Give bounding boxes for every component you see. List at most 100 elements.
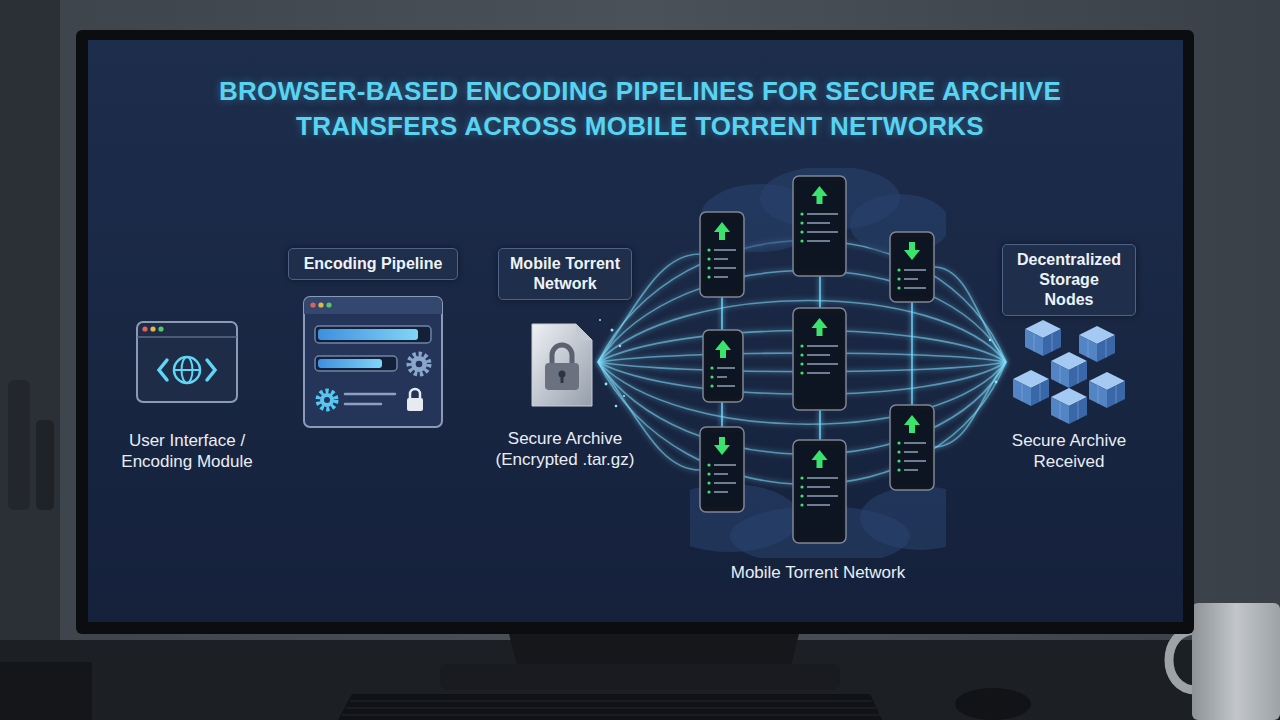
stream-lines-part bbox=[934, 362, 1006, 447]
pipeline-window-icon-part bbox=[315, 326, 431, 343]
phone-swarm-part-part bbox=[897, 450, 900, 453]
phone-swarm-part-part bbox=[800, 239, 803, 242]
browser-window-icon-part bbox=[174, 369, 200, 371]
monitor-base bbox=[440, 664, 840, 690]
heading-pill: Encoding Pipeline bbox=[288, 248, 458, 280]
phone-swarm-part-part bbox=[703, 217, 741, 292]
phone-swarm-part-part bbox=[710, 366, 713, 369]
phone-swarm-part-part bbox=[717, 367, 735, 369]
phone-swarm-part-part bbox=[897, 468, 900, 471]
phone-swarm-part-part bbox=[707, 257, 710, 260]
phone-swarm-part-part bbox=[793, 176, 846, 276]
phone-swarm-part-part bbox=[904, 269, 926, 271]
monitor-screen bbox=[88, 40, 1183, 622]
pipeline-window-icon-part bbox=[409, 354, 429, 374]
encrypted-archive-icon-part bbox=[576, 324, 592, 340]
phone-swarm-part-part bbox=[893, 237, 931, 297]
keyboard-keys bbox=[342, 701, 880, 715]
phone-swarm-part bbox=[793, 308, 846, 410]
encrypted-archive-icon-part bbox=[561, 375, 564, 383]
flow-arrow bbox=[256, 360, 288, 364]
glow-particles-part bbox=[989, 339, 991, 341]
grid-glow bbox=[722, 276, 912, 440]
glow-particles-part bbox=[995, 381, 998, 384]
flow-arrow bbox=[458, 360, 496, 364]
phone-swarm-part-part bbox=[800, 494, 803, 497]
phone-swarm-part-part bbox=[700, 212, 744, 297]
phone-swarm-part-part bbox=[796, 313, 843, 405]
phone-swarm-part-part bbox=[793, 308, 846, 410]
glow-particles-part bbox=[615, 405, 618, 408]
phone-swarm bbox=[690, 168, 946, 558]
stream-connector bbox=[946, 360, 998, 364]
browser-window-icon-part bbox=[174, 357, 200, 383]
phone-swarm-part-part bbox=[717, 385, 735, 387]
phone-swarm-part-part bbox=[714, 473, 728, 475]
wall-shadow bbox=[0, 0, 60, 720]
desk-box bbox=[0, 662, 92, 720]
phone-swarm-part-part bbox=[904, 442, 926, 444]
phone-swarm-part-part bbox=[904, 469, 918, 471]
phone-swarm-part-part bbox=[703, 432, 741, 507]
phone-swarm-part-part bbox=[812, 186, 828, 204]
pipeline-window-icon-part bbox=[324, 397, 330, 403]
phone-swarm-part-part bbox=[707, 481, 710, 484]
phone-swarm-part-part bbox=[793, 440, 846, 543]
storage-cubes-icon bbox=[1009, 314, 1129, 424]
stream-lines-part bbox=[934, 267, 1006, 362]
phone-swarm-part-part bbox=[800, 371, 803, 374]
phone-swarm-part-part bbox=[897, 441, 900, 444]
phone-swarm-part-part bbox=[890, 232, 934, 302]
pipeline-window-icon-part bbox=[345, 393, 395, 396]
pipeline-window-icon-part bbox=[320, 393, 334, 407]
grid-glow-part bbox=[721, 402, 723, 427]
keyboard-keys-part bbox=[342, 715, 880, 716]
phone-swarm-part-part bbox=[897, 277, 900, 280]
phone-swarm-part-part bbox=[714, 464, 736, 466]
stream-connector bbox=[634, 360, 690, 364]
phone-swarm-part bbox=[700, 427, 744, 512]
phone-swarm-part bbox=[690, 168, 946, 558]
phone-swarm-part-part bbox=[714, 267, 736, 269]
glow-particles-part bbox=[605, 383, 608, 386]
phone-swarm-part-part bbox=[800, 353, 803, 356]
browser-window-icon bbox=[135, 320, 239, 404]
pipeline-window-icon-part bbox=[318, 391, 336, 409]
browser-window-icon-part bbox=[158, 326, 163, 331]
pipeline-window-icon-part bbox=[318, 359, 382, 368]
grid-glow-part bbox=[911, 302, 913, 405]
node-box: Encoding Pipeline bbox=[288, 246, 458, 432]
phone-swarm-part-part bbox=[707, 490, 710, 493]
pipeline-window-icon-part bbox=[410, 389, 420, 399]
browser-window-icon-part bbox=[159, 360, 167, 380]
keyboard bbox=[338, 694, 882, 720]
phone-swarm-part-part bbox=[710, 384, 713, 387]
phone-swarm-part-part bbox=[904, 415, 920, 433]
node-box: Mobile Torrent NetworkSecure Archive (En… bbox=[496, 246, 634, 478]
phone-swarm-part-part bbox=[707, 472, 710, 475]
phone-swarm-part-part bbox=[807, 240, 830, 242]
node-box: Decentralized Storage NodesSecure Archiv… bbox=[998, 244, 1140, 476]
pipeline-window-icon-part bbox=[310, 302, 315, 307]
phone-swarm-part bbox=[703, 330, 743, 402]
phone-swarm-part-part bbox=[897, 268, 900, 271]
diagram-title: BROWSER-BASED ENCODING PIPELINES FOR SEC… bbox=[150, 74, 1130, 143]
phone-swarm-part-part bbox=[714, 276, 728, 278]
mug-handle bbox=[1169, 630, 1196, 690]
storage-cubes-icon-part bbox=[1060, 366, 1078, 384]
glow-particles-part bbox=[619, 345, 621, 347]
phone-swarm-part-part bbox=[714, 222, 730, 240]
phone-swarm-part-part bbox=[897, 286, 900, 289]
node-label: Mobile Torrent Network bbox=[680, 562, 956, 583]
phone-swarm-part bbox=[793, 440, 846, 543]
phone-swarm-part-part bbox=[710, 375, 713, 378]
phone-swarm-part-part bbox=[812, 318, 828, 336]
pipeline-window-icon-part bbox=[416, 361, 423, 368]
pipeline-window-icon bbox=[303, 296, 443, 428]
phone-swarm-part bbox=[890, 405, 934, 490]
phone-swarm-part-part bbox=[904, 287, 926, 289]
phone-swarm-part-part bbox=[800, 344, 803, 347]
glow-particles-part bbox=[599, 319, 601, 321]
browser-window-icon-part bbox=[137, 322, 237, 402]
